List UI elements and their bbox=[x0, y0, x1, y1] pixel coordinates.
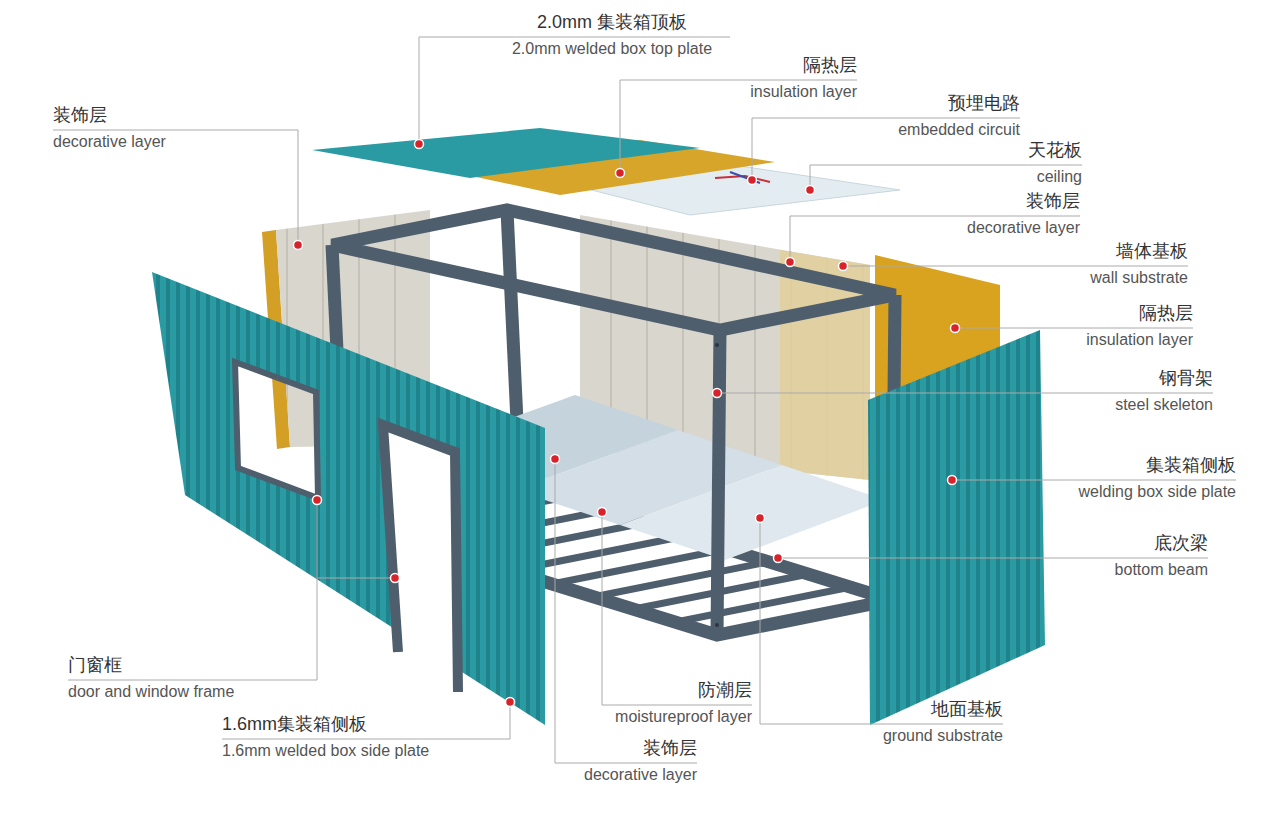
part-name-en: welding box side plate bbox=[1079, 482, 1236, 501]
front-wall bbox=[152, 272, 545, 725]
door-frame bbox=[383, 425, 458, 692]
part-name-cn: 门窗框 bbox=[68, 655, 122, 677]
window-frame bbox=[235, 362, 318, 498]
frame-post bbox=[717, 330, 720, 635]
part-name-cn: 底次梁 bbox=[1154, 533, 1208, 555]
side-plate bbox=[868, 330, 1045, 725]
part-name-en: ground substrate bbox=[883, 726, 1003, 745]
part-name-cn: 装饰层 bbox=[643, 738, 697, 760]
leader-lines bbox=[53, 37, 1236, 763]
part-name-en: moistureproof layer bbox=[615, 707, 752, 726]
part-name-en: decorative layer bbox=[584, 765, 697, 784]
side-plate bbox=[152, 272, 545, 725]
part-name-cn: 集装箱侧板 bbox=[1146, 455, 1236, 477]
part-name-en: decorative layer bbox=[53, 132, 166, 151]
part-name-en: steel skeleton bbox=[1115, 395, 1213, 414]
ground-substrate bbox=[620, 465, 885, 560]
part-name-en: 1.6mm welded box side plate bbox=[222, 741, 429, 760]
part-name-cn: 地面基板 bbox=[931, 699, 1003, 721]
part-name-cn: 2.0mm 集装箱顶板 bbox=[537, 12, 687, 34]
roof-plate bbox=[312, 128, 700, 178]
part-name-cn: 预埋电路 bbox=[948, 93, 1020, 115]
part-name-en: insulation layer bbox=[750, 82, 857, 101]
bolt bbox=[715, 343, 719, 347]
part-name-cn: 天花板 bbox=[1028, 140, 1082, 162]
part-name-en: embedded circuit bbox=[898, 120, 1020, 139]
part-name-en: ceiling bbox=[1037, 167, 1082, 186]
part-name-cn: 隔热层 bbox=[803, 55, 857, 77]
part-name-en: decorative layer bbox=[967, 218, 1080, 237]
part-name-en: door and window frame bbox=[68, 682, 234, 701]
part-name-en: 2.0mm welded box top plate bbox=[512, 39, 712, 58]
part-name-en: wall substrate bbox=[1090, 268, 1188, 287]
callout-dots bbox=[294, 140, 960, 707]
roof-assembly bbox=[312, 128, 900, 215]
door-opening bbox=[383, 425, 458, 692]
part-name-en: bottom beam bbox=[1115, 560, 1208, 579]
part-name-cn: 墙体基板 bbox=[1116, 241, 1188, 263]
bolt bbox=[715, 623, 719, 627]
part-name-en: insulation layer bbox=[1086, 330, 1193, 349]
part-name-cn: 隔热层 bbox=[1139, 303, 1193, 325]
frame-top bbox=[332, 210, 895, 330]
part-name-cn: 防潮层 bbox=[698, 680, 752, 702]
part-name-cn: 装饰层 bbox=[53, 105, 107, 127]
part-name-cn: 钢骨架 bbox=[1159, 368, 1213, 390]
part-name-cn: 1.6mm集装箱侧板 bbox=[222, 714, 367, 736]
part-name-cn: 装饰层 bbox=[1026, 191, 1080, 213]
